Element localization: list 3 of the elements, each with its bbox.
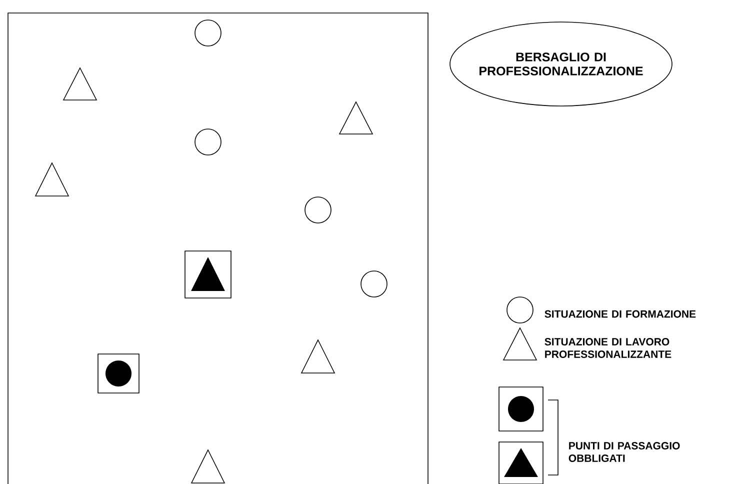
legend-label: SITUAZIONE DI LAVORO PROFESSIONALIZZANTE bbox=[544, 338, 672, 358]
legend-label: SITUAZIONE DI FORMAZIONE bbox=[544, 310, 696, 318]
legend-label: PUNTI DI PASSAGGIO OBBLIGATI bbox=[568, 442, 680, 462]
